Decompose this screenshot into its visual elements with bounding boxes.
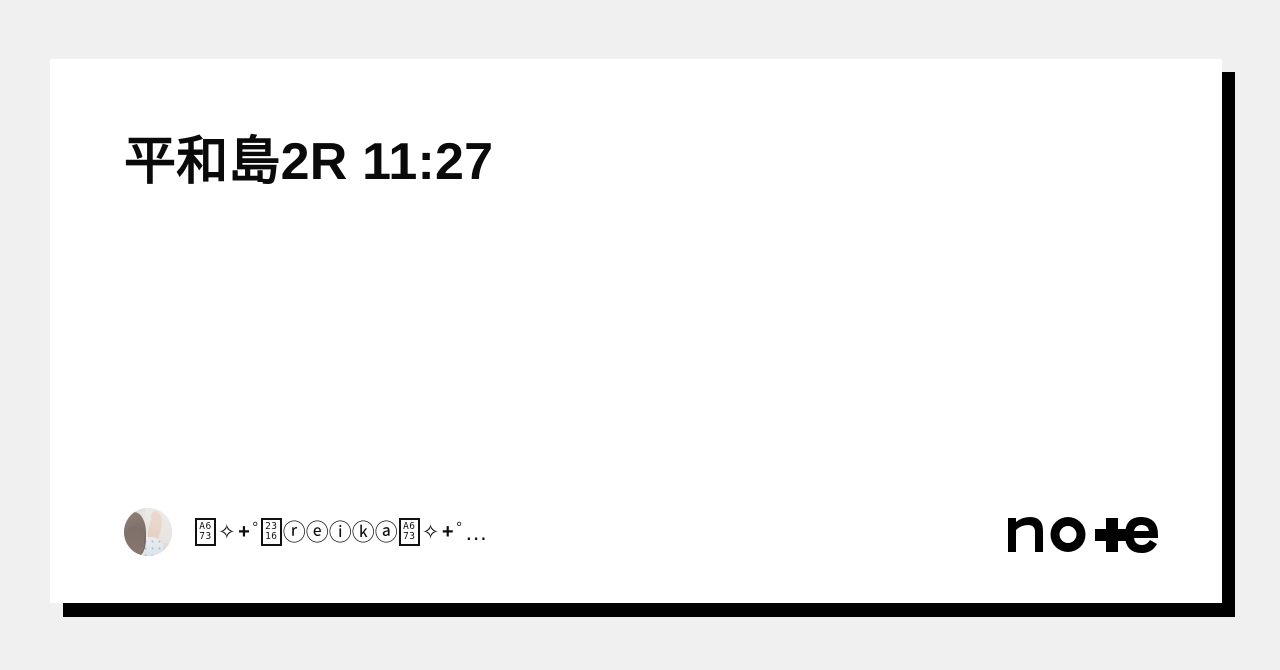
decorative-glyph: + xyxy=(441,521,455,543)
circled-letter: ⓚ xyxy=(351,518,375,545)
page-title: 平和島2R 11:27 xyxy=(124,133,494,191)
avatar-hand xyxy=(150,510,161,522)
circled-letter: ⓔ xyxy=(305,518,329,545)
avatar xyxy=(124,508,172,556)
circled-letter: ⓘ xyxy=(328,518,352,545)
circled-letter: ⓐ xyxy=(374,518,398,545)
avatar-overlay xyxy=(124,508,172,556)
avatar-hair-strand xyxy=(124,526,145,556)
decorative-glyph: ✧ xyxy=(218,520,237,544)
note-logo[interactable] xyxy=(1006,508,1166,556)
decorative-glyph: ✧ xyxy=(421,520,440,544)
decorative-glyph: + xyxy=(238,521,251,543)
decorative-glyph: ° xyxy=(252,518,259,536)
circled-letter: ⓡ xyxy=(282,518,306,545)
decorative-glyph: ° xyxy=(456,518,463,536)
name-truncation-ellipsis: … xyxy=(464,518,489,545)
